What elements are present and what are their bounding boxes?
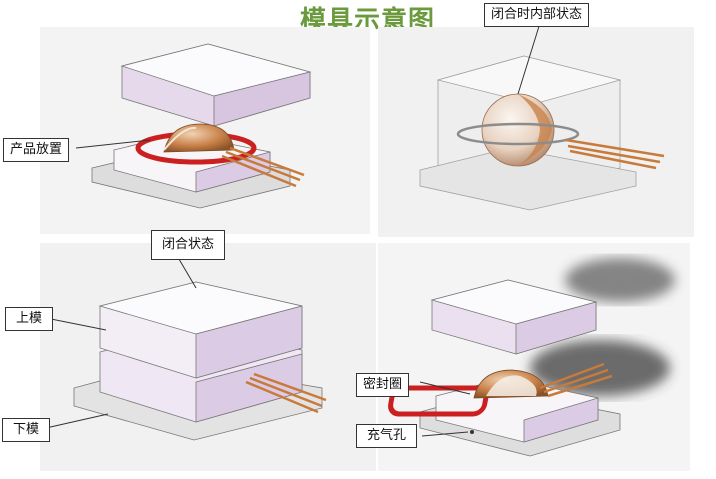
inflation-hole-mark <box>470 430 474 434</box>
seal-ring-closeup <box>388 385 489 417</box>
callout-inflation-hole: 充气孔 <box>356 424 418 448</box>
callout-closed-state: 闭合状态 <box>151 230 226 260</box>
shadow-blobs <box>530 258 675 396</box>
inflated-ball <box>481 93 555 167</box>
ball-seal-view <box>473 369 549 399</box>
callout-product-placement: 产品放置 <box>3 138 70 162</box>
pipes-seal-view <box>539 362 613 398</box>
closed-mold-upper-body <box>98 281 303 379</box>
callout-upper-mold: 上模 <box>5 307 54 331</box>
callout-lower-mold: 下模 <box>2 418 51 442</box>
pipes-closed <box>245 372 327 414</box>
upper-mold-seal-view <box>430 279 598 355</box>
upper-mold-exploded <box>120 43 312 127</box>
callout-closed-internal: 闭合时内部状态 <box>484 3 590 27</box>
pipes-internal <box>565 138 665 170</box>
seal-ring-internal <box>456 122 580 146</box>
pipes-exploded <box>221 146 305 188</box>
product-dome <box>163 123 235 153</box>
callout-seal-ring: 密封圈 <box>356 373 410 397</box>
